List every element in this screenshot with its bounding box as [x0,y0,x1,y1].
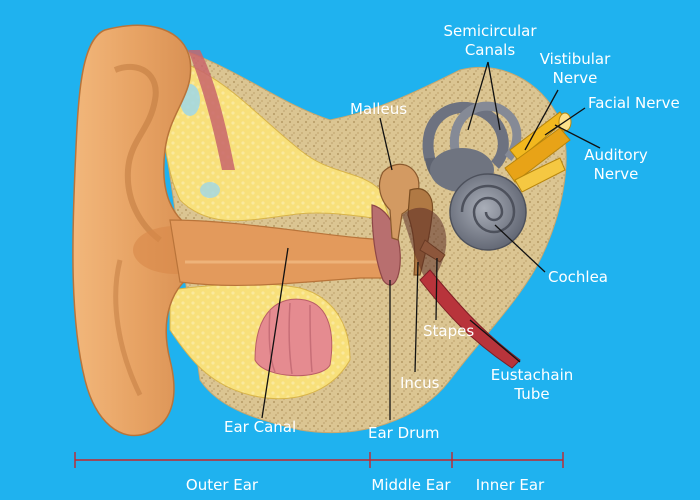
gland [254,298,333,377]
label-cochlea: Cochlea [548,268,608,286]
label-ear-drum: Ear Drum [368,424,440,442]
pinna [72,24,212,437]
semicircular-line-2: Canals [464,41,516,59]
vestibular-line-2: Nerve [552,69,598,87]
auditory-line-2: Nerve [593,165,639,183]
eustachian-line-1: Eustachain [490,366,574,384]
label-eustachian-tube: Eustachain Tube [482,366,582,404]
label-auditory-nerve: Auditory Nerve [575,146,657,184]
label-stapes: Stapes [423,322,475,340]
label-malleus: Malleus [350,100,408,118]
label-facial-nerve: Facial Nerve [588,94,680,112]
leader-lines [261,61,601,420]
eustachian-line-2: Tube [514,385,550,403]
label-vestibular-nerve: Vistibular Nerve [530,50,620,88]
label-incus: Incus [400,374,440,392]
muscle [188,50,235,170]
nerves-shape [504,111,572,193]
section-outer-ear: Outer Ear [185,476,259,494]
section-middle-ear: Middle Ear [371,476,451,494]
semicircular-line-1: Semicircular [443,22,537,40]
label-semicircular-canals: Semicircular Canals [440,22,540,60]
section-bracket [74,452,564,468]
section-inner-ear: Inner Ear [475,476,545,494]
label-ear-canal: Ear Canal [224,418,297,436]
vestibular-line-1: Vistibular [539,50,611,68]
auditory-line-1: Auditory [584,146,648,164]
eustachian-tube-shape [419,269,521,369]
cochlea-shape [449,173,527,251]
